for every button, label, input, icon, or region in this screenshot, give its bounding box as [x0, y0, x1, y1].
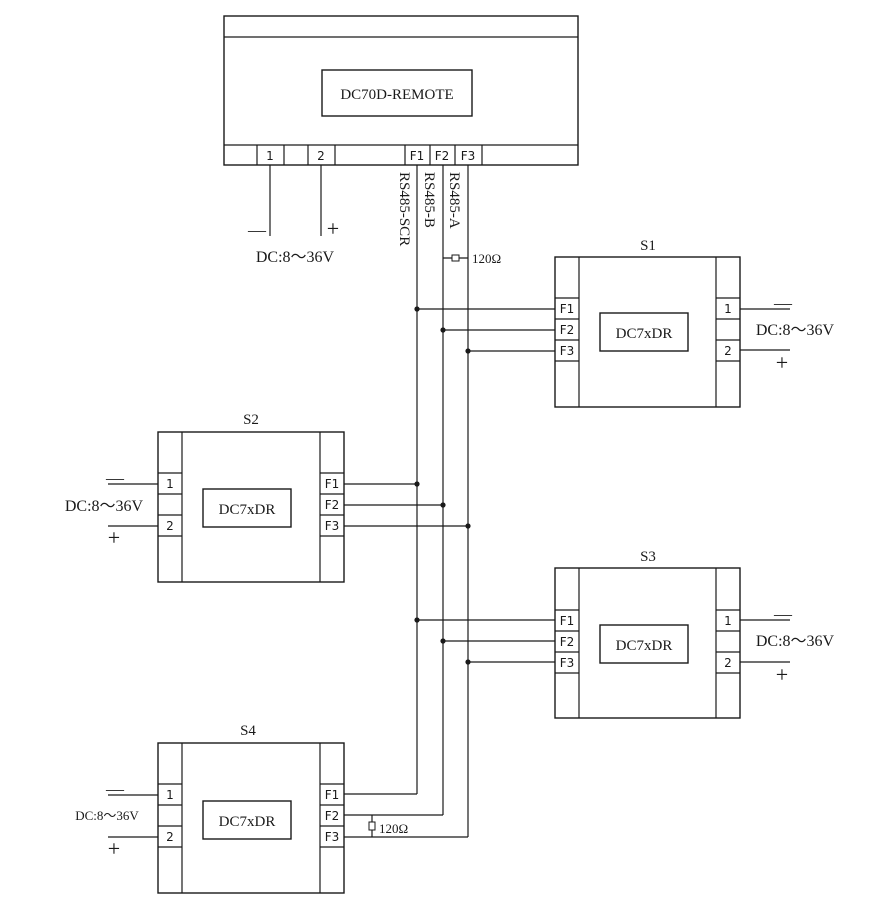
controller-power: — + DC:8～36V: [247, 165, 339, 266]
s1-model: DC7xDR: [616, 326, 673, 342]
s4-resistor-label: 120Ω: [379, 821, 408, 836]
bus-label-a: RS485-A: [446, 172, 462, 229]
s4-plus-sign: +: [108, 836, 120, 861]
s2-power-label: DC:8～36V: [65, 498, 144, 515]
slave-s2: S2 DC7xDR F1 F2 F3 1 2 — + DC:8～36V: [65, 412, 345, 583]
s1-terminal-1: 1: [724, 302, 732, 316]
slave-s3: S3 DC7xDR F1 F2 F3 1 2 — + DC:8～36V: [554, 549, 835, 719]
s3-plus-sign: +: [776, 662, 788, 687]
junction-s3-f2: [440, 638, 446, 644]
s2-terminal-1: 1: [166, 477, 174, 491]
controller-minus-sign: —: [247, 220, 267, 240]
junction-s2-f1: [414, 481, 420, 487]
s4-terminal-f3: F3: [325, 830, 340, 844]
s3-terminal-f2: F2: [560, 635, 575, 649]
s1-id: S1: [640, 238, 656, 254]
s4-terminal-2: 2: [166, 830, 174, 844]
s3-id: S3: [640, 549, 656, 565]
s3-terminal-2: 2: [724, 656, 732, 670]
s3-model: DC7xDR: [616, 638, 673, 654]
s2-terminal-f1: F1: [325, 477, 340, 491]
junction-s2-f3: [465, 523, 471, 529]
s3-terminal-f3: F3: [560, 656, 575, 670]
s1-terminal-f2: F2: [560, 323, 575, 337]
junction-s2-f2: [440, 502, 446, 508]
bus-label-scr: RS485-SCR: [396, 172, 412, 246]
s4-minus-sign: —: [105, 779, 125, 799]
junction-s3-f1: [414, 617, 420, 623]
s4-terminal-f2: F2: [325, 809, 340, 823]
s1-terminal-f3: F3: [560, 344, 575, 358]
s1-power-label: DC:8～36V: [756, 322, 835, 339]
s4-id: S4: [240, 723, 256, 739]
s4-model: DC7xDR: [219, 814, 276, 830]
controller-terminal-f2: F2: [435, 149, 450, 163]
controller-unit: DC70D-REMOTE 1 2 F1 F2 F3: [223, 15, 579, 166]
s2-terminal-2: 2: [166, 519, 174, 533]
s4-terminal-1: 1: [166, 788, 174, 802]
s2-terminal-f3: F3: [325, 519, 340, 533]
controller-model-box: [321, 69, 473, 117]
controller-model: DC70D-REMOTE: [340, 87, 453, 103]
s4-power-label: DC:8～36V: [75, 808, 139, 823]
junction-s3-f3: [465, 659, 471, 665]
s2-terminal-f2: F2: [325, 498, 340, 512]
s2-minus-sign: —: [105, 468, 125, 488]
s2-model: DC7xDR: [219, 502, 276, 518]
controller-terminal-2: 2: [317, 149, 325, 163]
s1-minus-sign: —: [773, 293, 793, 313]
bus-trunks: [416, 165, 469, 837]
controller-terminal-f1: F1: [410, 149, 425, 163]
controller-power-label: DC:8～36V: [256, 249, 335, 266]
controller-plus-sign: +: [327, 216, 339, 241]
controller-termination-resistor: 120Ω: [443, 251, 501, 266]
junction-s1-f2: [440, 327, 446, 333]
bus-label-b: RS485-B: [421, 172, 437, 228]
s4-terminal-f1: F1: [325, 788, 340, 802]
slave-s1: S1 DC7xDR F1 F2 F3 1 2 — + DC:8～36V: [554, 238, 835, 408]
controller-terminal-f3: F3: [461, 149, 476, 163]
junction-s1-f3: [465, 348, 471, 354]
controller-resistor-label: 120Ω: [472, 251, 501, 266]
controller-terminal-1: 1: [266, 149, 274, 163]
s4-termination-resistor: 120Ω: [368, 815, 408, 837]
s1-terminal-f1: F1: [560, 302, 575, 316]
s3-terminal-1: 1: [724, 614, 732, 628]
s1-terminal-2: 2: [724, 344, 732, 358]
s1-plus-sign: +: [776, 350, 788, 375]
slave-s4: S4 DC7xDR F1 F2 F3 1 2 — + DC:8～36V: [75, 723, 345, 894]
junction-s1-f1: [414, 306, 420, 312]
s2-plus-sign: +: [108, 525, 120, 550]
s3-minus-sign: —: [773, 604, 793, 624]
s3-power-label: DC:8～36V: [756, 633, 835, 650]
s2-id: S2: [243, 412, 259, 428]
s3-terminal-f1: F1: [560, 614, 575, 628]
